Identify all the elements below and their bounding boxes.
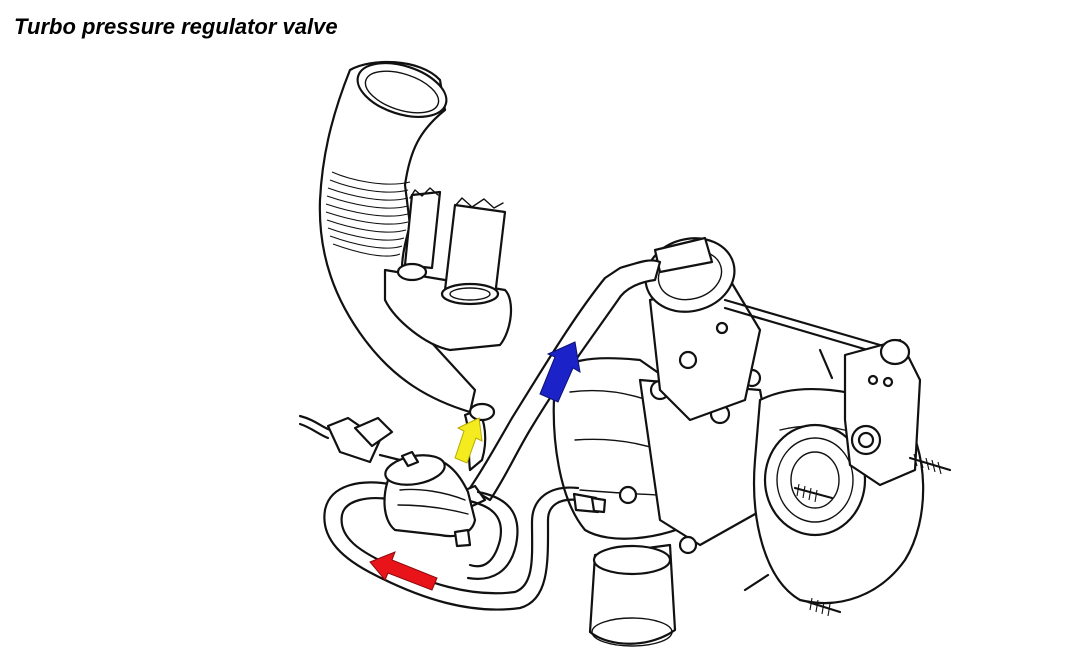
diagram-title: Turbo pressure regulator valve	[14, 14, 338, 39]
electrical-connector	[298, 414, 402, 464]
lower-hoses	[323, 481, 607, 611]
red-arrow	[369, 551, 438, 591]
pipe-flange	[383, 187, 513, 352]
blue-arrow	[539, 341, 581, 403]
turbocharger	[552, 236, 952, 647]
wastegate-actuator	[644, 236, 736, 313]
yellow-arrow	[454, 417, 483, 464]
regulator-valve	[383, 450, 477, 548]
